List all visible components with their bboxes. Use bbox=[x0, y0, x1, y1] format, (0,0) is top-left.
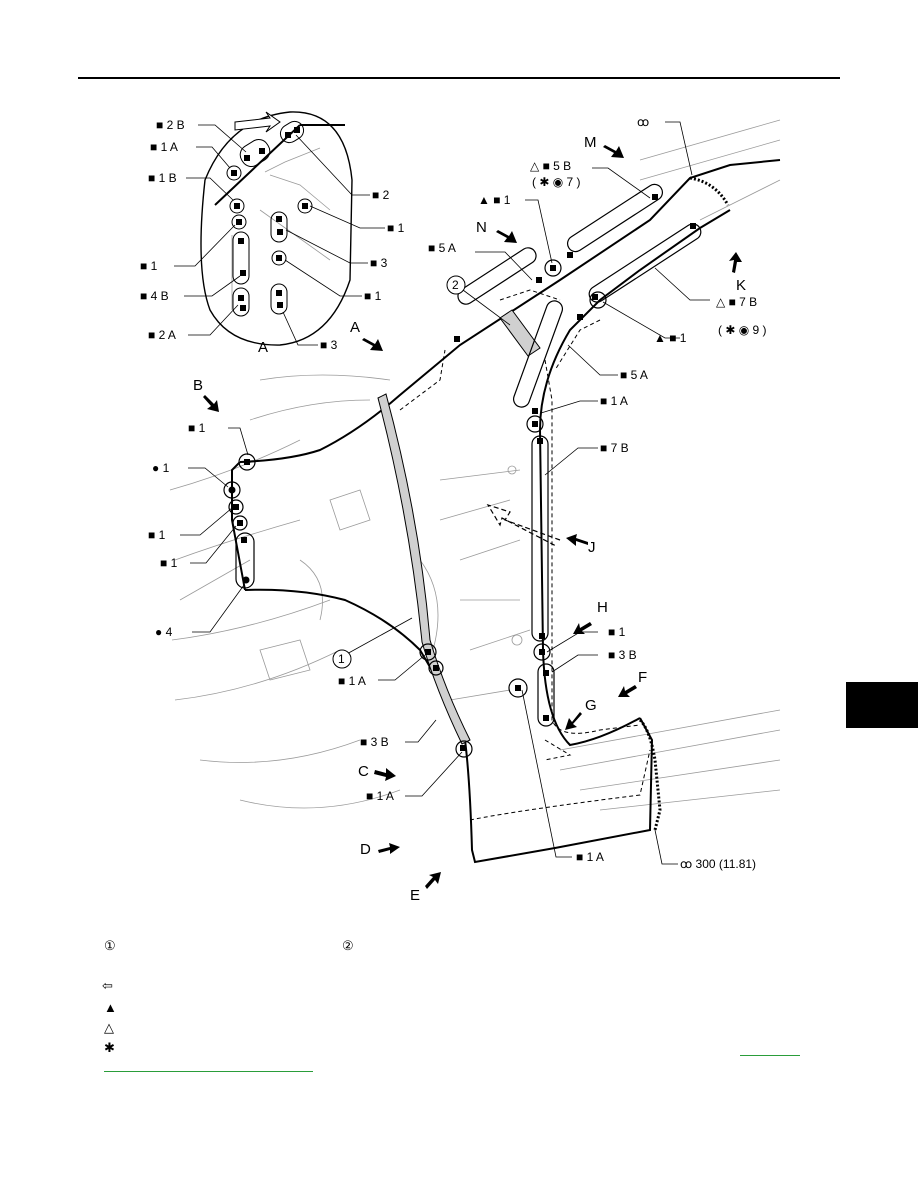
background-structure bbox=[169, 119, 781, 811]
legend-item-2: ② bbox=[342, 938, 360, 954]
detail-label-r1: ■ 1 bbox=[387, 221, 405, 235]
legend-asterisk: ✱ bbox=[104, 1040, 122, 1056]
legend-symbol-1: ① bbox=[104, 938, 116, 953]
asterisk-icon: ✱ bbox=[104, 1040, 115, 1055]
label-1a-left: ■ 1 A bbox=[338, 674, 366, 688]
callout-circles bbox=[332, 275, 466, 669]
label-5b: △ ■ 5 B bbox=[530, 159, 571, 173]
legend-filled-triangle: ▲ bbox=[104, 1000, 122, 1016]
filled-triangle-icon: ▲ bbox=[104, 1000, 117, 1015]
view-b-label: B bbox=[193, 377, 203, 394]
detail-label-1: ■ 1 bbox=[140, 259, 158, 273]
label-7b-sub: ( ✱ ◉ 9 ) bbox=[718, 323, 767, 337]
detail-label-r3b: ■ 3 bbox=[320, 338, 338, 352]
label-sq1a: ■ 1 bbox=[148, 528, 166, 542]
label-b1: ■ 1 bbox=[188, 421, 206, 435]
label-tri1-right: ▲ ■ 1 bbox=[654, 331, 687, 345]
detail-caption: A bbox=[258, 339, 268, 356]
label-1a-center: ■ 1 A bbox=[366, 789, 394, 803]
view-a-label: A bbox=[350, 319, 360, 336]
label-tri1-top: ▲ ■ 1 bbox=[478, 193, 511, 207]
label-3b-left: ■ 3 B bbox=[360, 735, 389, 749]
view-c-label: C bbox=[358, 763, 369, 780]
detail-label-2b: ■ 2 B bbox=[156, 118, 185, 132]
detail-label-r3a: ■ 3 bbox=[370, 256, 388, 270]
j-outline-arrow bbox=[486, 503, 561, 547]
view-arrows bbox=[203, 145, 742, 889]
label-5b-sub: ( ✱ ◉ 7 ) bbox=[532, 175, 581, 189]
arrow-outline-icon: ⇦ bbox=[102, 978, 113, 993]
view-g-label: G bbox=[585, 697, 597, 714]
view-m-label: M bbox=[584, 134, 597, 151]
detail-label-r1b: ■ 1 bbox=[364, 289, 382, 303]
view-k-label: K bbox=[736, 277, 746, 294]
weld-groups bbox=[223, 183, 702, 758]
coil-bottom-label: ꝏ 300 (11.81) bbox=[680, 857, 756, 871]
open-triangle-icon: △ bbox=[104, 1020, 114, 1035]
view-h-label: H bbox=[597, 599, 608, 616]
legend-arrow: ⇦ bbox=[102, 978, 120, 994]
detail-view-a: ■ 2 B ■ 1 A ■ 1 B ■ 1 ■ 4 B ■ 2 A ■ 2 ■ … bbox=[140, 111, 405, 356]
view-n-label: N bbox=[476, 219, 487, 236]
detail-label-2a: ■ 2 A bbox=[148, 328, 176, 342]
label-dot1: ● 1 bbox=[152, 461, 170, 475]
label-5a-top: ■ 5 A bbox=[428, 241, 456, 255]
legend-symbol-2: ② bbox=[342, 938, 354, 953]
header-rule bbox=[78, 77, 840, 79]
legend-open-triangle: △ bbox=[104, 1020, 122, 1036]
main-labels: ꝏ M △ ■ 5 B ( ✱ ◉ 7 ) ▲ ■ 1 N ■ 5 A 2 K … bbox=[148, 115, 767, 904]
label-7b-top: △ ■ 7 B bbox=[716, 295, 757, 309]
label-h1: ■ 1 bbox=[608, 625, 626, 639]
main-leaders bbox=[180, 121, 710, 865]
label-7b-right: ■ 7 B bbox=[600, 441, 629, 455]
label-dot4: ● 4 bbox=[155, 625, 173, 639]
label-1a-bottom: ■ 1 A bbox=[576, 850, 604, 864]
reference-link-end[interactable] bbox=[740, 1055, 800, 1056]
detail-label-4b: ■ 4 B bbox=[140, 289, 169, 303]
callout-1-num: 1 bbox=[338, 652, 345, 666]
label-1a-right: ■ 1 A bbox=[600, 394, 628, 408]
label-3b-right: ■ 3 B bbox=[608, 648, 637, 662]
legend-item-1: ① bbox=[104, 938, 122, 954]
view-f-label: F bbox=[638, 669, 647, 686]
hidden-lines bbox=[399, 289, 651, 821]
reference-link-start[interactable] bbox=[104, 1071, 313, 1072]
detail-label-1b: ■ 1 B bbox=[148, 171, 177, 185]
detail-label-r2: ■ 2 bbox=[372, 188, 390, 202]
view-d-label: D bbox=[360, 841, 371, 858]
detail-label-1a: ■ 1 A bbox=[150, 140, 178, 154]
sealer-strips bbox=[377, 309, 541, 745]
coil-edges bbox=[638, 176, 730, 831]
callout-2-num: 2 bbox=[452, 278, 459, 292]
view-j-label: J bbox=[588, 539, 596, 556]
view-e-label: E bbox=[410, 887, 420, 904]
section-tab bbox=[846, 682, 918, 728]
label-sq1b: ■ 1 bbox=[160, 556, 178, 570]
label-5a-right: ■ 5 A bbox=[620, 368, 648, 382]
coil-top-label: ꝏ bbox=[637, 115, 649, 129]
